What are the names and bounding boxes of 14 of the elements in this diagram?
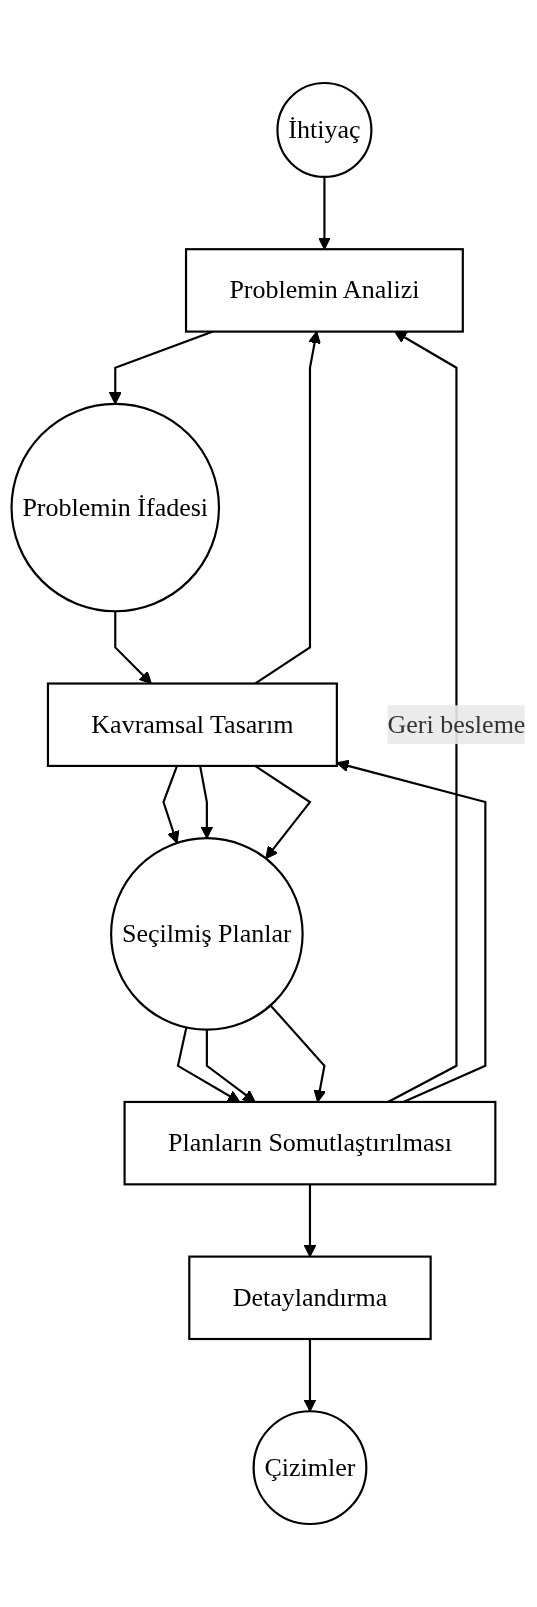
arrow [199,765,214,839]
node-box: Kavramsal Tasarım [46,682,338,767]
arrow [162,765,180,844]
edge-label: Geri besleme [387,709,526,739]
arrow [318,176,331,250]
node-box: Detaylandırma [188,1255,432,1341]
node-box: Planların Somutlaştırılması [123,1100,497,1186]
node-circle: İhtiyaç [276,81,373,179]
node-box: Problemin Analizi [184,248,464,333]
node-circle: Seçilmiş Planlar [110,837,304,1031]
arrow [254,765,312,860]
arrow [303,1339,317,1412]
node-circle: Problemin İfadesi [10,402,221,613]
node-circle: Çizimler [252,1410,368,1526]
